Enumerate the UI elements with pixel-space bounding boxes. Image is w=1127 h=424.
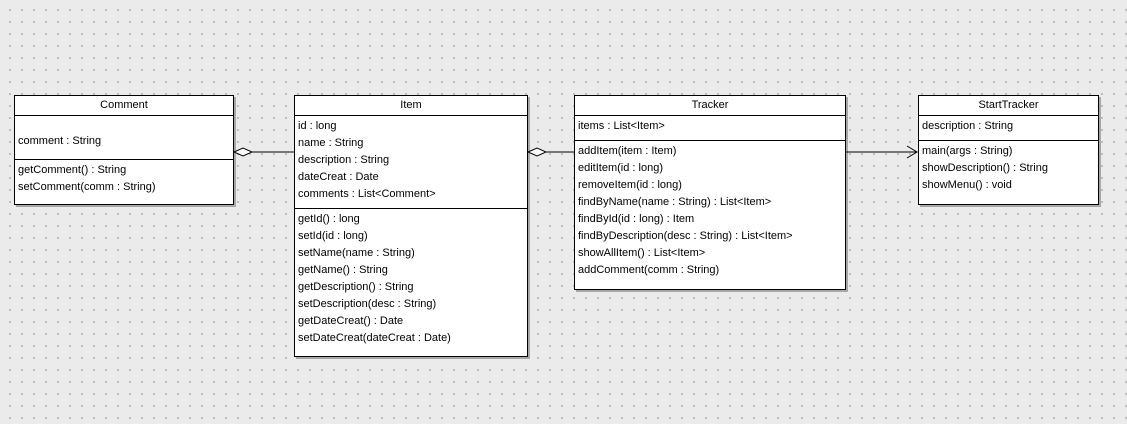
class-name: StartTracker — [919, 96, 1098, 116]
operation: findByName(name : String) : List<Item> — [578, 196, 772, 208]
class-tracker[interactable]: Tracker items : List<Item> addItem(item … — [574, 95, 846, 290]
operation: setDateCreat(dateCreat : Date) — [298, 332, 451, 344]
operation: addItem(item : Item) — [578, 145, 677, 157]
aggregation-item-tracker[interactable] — [526, 147, 574, 157]
operation: getId() : long — [298, 213, 360, 225]
attributes-section: comment : String — [15, 116, 233, 160]
operation: showAllItem() : List<Item> — [578, 247, 706, 259]
attribute: description : String — [922, 120, 1014, 132]
operations-section: getComment() : String setComment(comm : … — [15, 160, 233, 199]
attribute: dateCreat : Date — [298, 171, 379, 183]
operation: getComment() : String — [18, 164, 127, 176]
operations-section: getId() : long setId(id : long) setName(… — [295, 209, 527, 350]
attributes-section: id : long name : String description : St… — [295, 116, 527, 209]
operation: setId(id : long) — [298, 230, 368, 242]
operations-section: addItem(item : Item) editItem(id : long)… — [575, 141, 845, 282]
class-item[interactable]: Item id : long name : String description… — [294, 95, 528, 357]
operation: setDescription(desc : String) — [298, 298, 437, 310]
operation: setComment(comm : String) — [18, 181, 156, 193]
operation: addComment(comm : String) — [578, 264, 720, 276]
attribute: id : long — [298, 120, 337, 132]
operation: showMenu() : void — [922, 179, 1012, 191]
aggregation-comment-item[interactable] — [232, 147, 294, 157]
class-starttracker[interactable]: StartTracker description : String main(a… — [918, 95, 1099, 205]
operation: getDateCreat() : Date — [298, 315, 404, 327]
attributes-section: description : String — [919, 116, 1098, 141]
operation: setName(name : String) — [298, 247, 415, 259]
operation: findById(id : long) : Item — [578, 213, 695, 225]
operations-section: main(args : String) showDescription() : … — [919, 141, 1098, 197]
operation: getDescription() : String — [298, 281, 414, 293]
class-name: Item — [295, 96, 527, 116]
operation: editItem(id : long) — [578, 162, 663, 174]
operation: showDescription() : String — [922, 162, 1048, 174]
operation: findByDescription(desc : String) : List<… — [578, 230, 793, 242]
operation: main(args : String) — [922, 145, 1013, 157]
association-tracker-starttracker[interactable] — [846, 145, 918, 159]
operation: getName() : String — [298, 264, 388, 276]
attribute: items : List<Item> — [578, 120, 665, 132]
class-comment[interactable]: Comment comment : String getComment() : … — [14, 95, 234, 205]
aggregation-diamond-icon — [232, 147, 254, 157]
operation: removeItem(id : long) — [578, 179, 682, 191]
open-arrowhead-icon — [906, 145, 918, 159]
class-name: Comment — [15, 96, 233, 116]
aggregation-diamond-icon — [526, 147, 548, 157]
attribute: description : String — [298, 154, 390, 166]
attributes-section: items : List<Item> — [575, 116, 845, 141]
class-name: Tracker — [575, 96, 845, 116]
attribute: name : String — [298, 137, 364, 149]
attribute: comments : List<Comment> — [298, 188, 436, 200]
attribute: comment : String — [18, 135, 102, 147]
